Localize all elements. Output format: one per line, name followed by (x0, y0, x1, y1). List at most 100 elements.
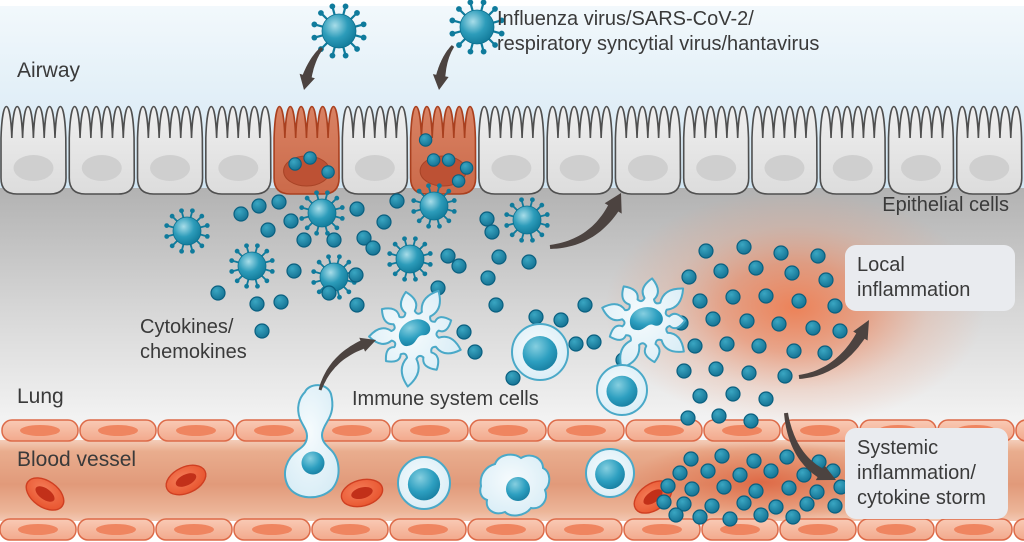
virus-spike-tip (318, 10, 324, 16)
systemic-line1: Systemic (857, 437, 939, 459)
cytokine-dot (736, 239, 752, 255)
cell-nucleus (13, 155, 54, 181)
epithelial-cell (614, 105, 682, 195)
cytokine-dot (389, 193, 405, 209)
virus-spike-tip (467, 0, 474, 6)
virus-spike-tip (164, 223, 170, 228)
cytokine-dot (467, 344, 483, 360)
rbc-center (175, 473, 197, 487)
cytokine-dot (832, 323, 848, 339)
cytokine-dot (746, 453, 762, 469)
cytokine-dot (568, 336, 584, 352)
virus-spike-tip (544, 212, 550, 217)
cytokines-chemokines-label: Cytokines/ chemokines (140, 315, 247, 365)
cytokine-dot (692, 293, 708, 309)
virus-spike-tip (437, 223, 442, 229)
virus-spike-tip (360, 21, 367, 28)
endothelial-cell-nucleus (254, 425, 294, 436)
endothelial-cell (935, 518, 1013, 541)
local-inflammation-line1: Local (857, 254, 905, 276)
virus-spike-tip (329, 52, 336, 59)
virus-spike-tip (416, 218, 422, 224)
flow-arrow (784, 412, 836, 481)
cytokine-dot (791, 293, 807, 309)
cell-nucleus (901, 155, 942, 181)
immune-system-cells-label: Immune system cells (352, 388, 539, 410)
epithelial-cell (546, 105, 613, 195)
cell-nucleus (764, 155, 805, 181)
cytokine-dot (672, 465, 688, 481)
virus-caption-line2: respiratory syncytial virus/hantavirus (497, 33, 820, 55)
cytokine-dot (705, 311, 721, 327)
virus-spike-tip (337, 294, 342, 300)
cytokine-dot (719, 336, 735, 352)
virus-spike-tip (451, 198, 457, 203)
virus-body (321, 13, 357, 49)
endothelial-cell-nucleus (18, 524, 58, 535)
endothelial-cell (1015, 419, 1024, 442)
cytokine-dot (681, 269, 697, 285)
cytokine-dot (771, 316, 787, 332)
virus-spike-tip (509, 232, 515, 238)
cytokine-dot (440, 248, 456, 264)
virus-icon (311, 3, 367, 59)
virus-spike-tip (199, 213, 205, 219)
endothelial-cell-nucleus (486, 524, 526, 535)
cytokine-dot (684, 481, 700, 497)
virus-body (237, 251, 267, 281)
cytokine-dot (687, 338, 703, 354)
virus-spike-tip (467, 48, 474, 55)
cytokine-dot (827, 498, 843, 514)
endothelial-cell (233, 518, 311, 541)
cytokine-dot (660, 478, 676, 494)
virus-spike-tip (190, 208, 195, 214)
virus-spike-tip (519, 197, 524, 203)
lymphocyte-nucleus (407, 468, 441, 501)
epithelial-cell (955, 105, 1023, 195)
cytokine-dot (692, 388, 708, 404)
virus-spike-tip (449, 30, 456, 37)
cytokine-dot (296, 232, 312, 248)
virus-spike-tip (179, 208, 184, 214)
virus-spike-tip (422, 241, 428, 247)
immune-cell-layer (284, 277, 686, 517)
virus-spike-tip (229, 269, 235, 274)
endothelial-cell (157, 419, 235, 442)
cytokine-dot (491, 249, 507, 265)
vessel-wall-bottom (0, 518, 1024, 541)
virus-particle-dot (321, 165, 335, 179)
cytokines-label-line2: chemokines (140, 341, 247, 363)
endothelial-cell-nucleus (564, 524, 604, 535)
endothelial-cell-nucleus (644, 425, 684, 436)
endothelial-cell-nucleus (176, 425, 216, 436)
endothelial-cell-nucleus (720, 524, 760, 535)
virus-spike-tip (164, 234, 170, 239)
cell-nucleus (150, 155, 191, 181)
top-margin (0, 0, 1024, 6)
virus-spike-tip (311, 269, 317, 274)
endothelial-cell-nucleus (642, 524, 682, 535)
cytokine-dot (725, 289, 741, 305)
infected-epithelial-cell (273, 105, 340, 195)
cytokine-dot (488, 297, 504, 313)
endothelial-cell-nucleus (488, 425, 528, 436)
virus-spike-tip (413, 236, 418, 242)
virus-spike-tip (451, 209, 457, 214)
virus-spike-tip (426, 183, 431, 189)
virus-particle-dot (441, 153, 456, 167)
cell-nucleus (696, 155, 737, 181)
cytokine-dot (676, 496, 692, 512)
cytokine-dot (273, 294, 289, 310)
virus-spike-tip (255, 283, 260, 289)
infected-epithelial-cell (409, 105, 477, 195)
virus-body (319, 262, 349, 292)
epithelial-cell (751, 105, 818, 195)
virus-spike-tip (190, 248, 195, 254)
cytokine-dot (586, 334, 602, 350)
cytokine-dot (711, 408, 727, 424)
arrow-layer (299, 45, 869, 481)
cytokine-dot (817, 345, 833, 361)
cytokine-dot (700, 463, 716, 479)
epithelial-cell (478, 105, 545, 195)
rbc-center (35, 486, 55, 502)
